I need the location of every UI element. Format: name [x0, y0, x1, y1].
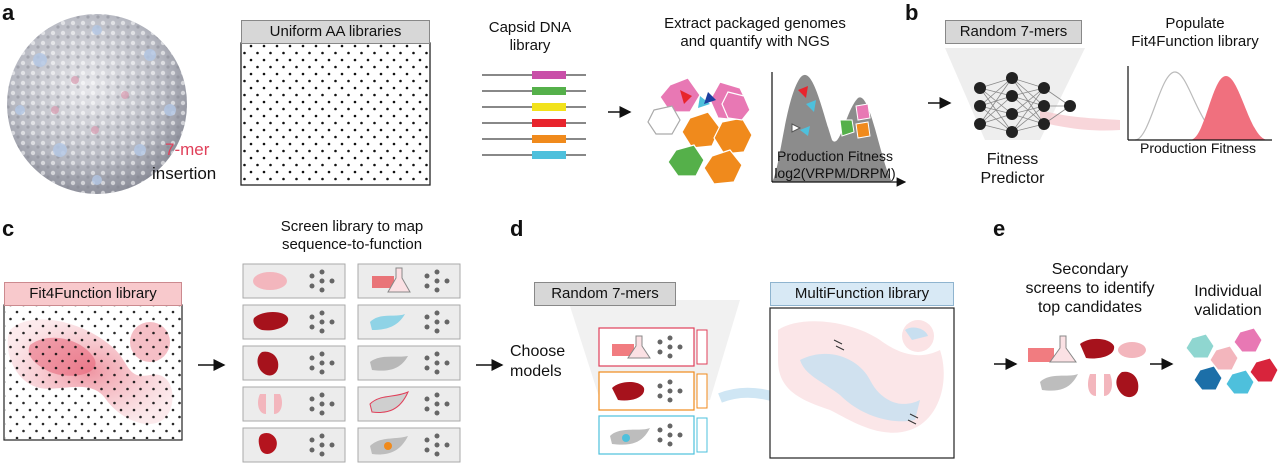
extract-title-line1: Extract packaged genomes: [664, 15, 846, 32]
capsid-structure-icon: [7, 14, 187, 194]
d-flow-arrow: [718, 387, 780, 403]
secondary-screens-line3: top candidates: [1037, 299, 1143, 316]
populate-title: Populate Fit4Function library: [1110, 15, 1280, 51]
panel-label-c: c: [2, 216, 15, 241]
insertion-label: insertion: [152, 164, 217, 183]
neural-network-icon: [974, 72, 1076, 138]
dna-library-icon: [482, 71, 586, 159]
small-capsid-fragments-icon: [680, 90, 716, 108]
choose-models-label: Choose models: [510, 342, 585, 382]
multifunction-library-label: MultiFunction library: [770, 282, 954, 306]
populate-xlabel: Production Fitness: [1140, 140, 1256, 156]
panel-label-a: a: [2, 0, 15, 25]
secondary-screens-icons: [1028, 335, 1146, 398]
fitness-predictor-line1: Fitness: [986, 151, 1039, 168]
populate-distribution-plot: [1127, 66, 1272, 141]
screen-library-line2: sequence-to-function: [281, 236, 423, 253]
heart-icon: [257, 351, 279, 376]
secondary-screens-line2: screens to identify: [1025, 280, 1155, 297]
production-fitness-formula: log2(VRPM/DRPM): [774, 165, 896, 181]
organ-model-grid: [242, 263, 461, 463]
production-fitness-xlabel: Production Fitness: [777, 148, 893, 164]
capsid-cluster-icon: [647, 77, 753, 185]
validation-capsids-icon: [1185, 327, 1279, 395]
capsid-dna-title-line2: library: [509, 37, 551, 54]
fit4function-library-label: Fit4Function library: [4, 282, 182, 306]
kidney-icon: [258, 432, 277, 454]
random-7mers-label-d: Random 7-mers: [534, 282, 676, 306]
uniform-libraries-label: Uniform AA libraries: [241, 20, 430, 44]
cell-red-outline-icon: [369, 390, 409, 413]
brain-icon: [253, 272, 287, 290]
panel-label-e: e: [993, 216, 1006, 241]
cell-gray-icon: [370, 356, 408, 371]
capsid-dna-title-line1: Capsid DNA: [488, 19, 572, 36]
insertion-highlight-label: 7-mer: [165, 140, 210, 159]
multifunction-landscape: [778, 320, 944, 433]
individual-validation-title: Individual validation: [1178, 282, 1278, 320]
capsid-dna-title: Capsid DNA library: [465, 19, 595, 55]
fitness-distribution-plot: [771, 72, 907, 187]
cell-blue-icon: [370, 314, 405, 330]
secondary-screens-title: Secondary screens to identify top candid…: [1020, 260, 1160, 317]
individual-validation-line2: validation: [1194, 302, 1262, 319]
populate-title-line2: Fit4Function library: [1131, 33, 1259, 50]
model-selection-stack: [598, 327, 708, 455]
choose-models-line2: models: [510, 363, 562, 380]
screen-library-title: Screen library to map sequence-to-functi…: [262, 218, 442, 254]
production-fitness-axis-label: Production Fitness log2(VRPM/DRPM): [760, 148, 910, 182]
individual-validation-line1: Individual: [1194, 283, 1262, 300]
choose-models-line1: Choose: [510, 343, 566, 360]
extract-title: Extract packaged genomes and quantify wi…: [630, 15, 880, 51]
fit4function-landscape: [5, 306, 181, 439]
liver-icon: [253, 312, 289, 331]
lungs-icon: [258, 394, 282, 414]
cell-culture-icon: [372, 267, 411, 293]
extract-title-line2: and quantify with NGS: [680, 33, 830, 50]
random-7mers-label-b: Random 7-mers: [945, 20, 1082, 44]
secondary-screens-line1: Secondary: [1051, 261, 1129, 278]
panel-label-b: b: [905, 0, 919, 25]
fitness-predictor-line2: Predictor: [980, 170, 1045, 187]
panel-label-d: d: [510, 216, 524, 241]
fitness-predictor-label: Fitness Predictor: [965, 150, 1060, 188]
populate-title-line1: Populate: [1165, 15, 1225, 32]
screen-library-line1: Screen library to map: [280, 218, 424, 235]
